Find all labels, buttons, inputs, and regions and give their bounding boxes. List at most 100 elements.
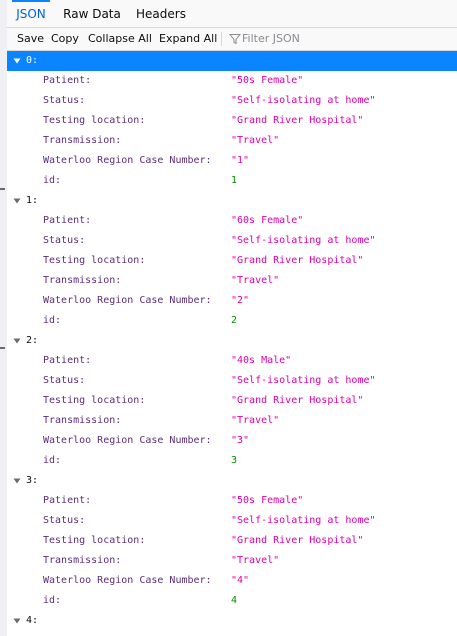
property-key: Status:	[43, 515, 86, 526]
property-key: Waterloo Region Case Number:	[43, 435, 212, 446]
tree-row-property[interactable]: Status: "Self-isolating at home"	[7, 511, 457, 531]
property-key: Waterloo Region Case Number:	[43, 295, 212, 306]
tab-json[interactable]: JSON	[12, 0, 50, 27]
tree-row-property[interactable]: Transmission: "Travel"	[7, 131, 457, 151]
collapse-all-button[interactable]: Collapse All	[88, 32, 152, 45]
tree-row-object[interactable]: 3:	[7, 471, 457, 491]
expand-all-button[interactable]: Expand All	[159, 32, 218, 45]
property-key: Transmission:	[43, 275, 122, 286]
tree-row-property[interactable]: Transmission:"Travel"	[7, 411, 457, 431]
property-value: "Grand River Hospital"	[231, 535, 364, 546]
tree-row-property[interactable]: Patient: "50s Female"	[7, 491, 457, 511]
property-value: "Self-isolating at home"	[231, 515, 376, 526]
tree-row-property[interactable]: id: 4	[7, 591, 457, 611]
property-key: Testing location:	[43, 395, 146, 406]
property-value: "Travel"	[231, 275, 280, 286]
property-value: "40s Male"	[231, 355, 292, 366]
tree-row-property[interactable]: Transmission: "Travel"	[7, 271, 457, 291]
tree-row-object[interactable]: 0:	[7, 51, 457, 71]
property-value: 1	[231, 175, 238, 186]
property-value: "Self-isolating at home"	[231, 375, 376, 386]
save-button[interactable]: Save	[17, 32, 45, 45]
resize-grip-mark	[0, 188, 5, 190]
property-key: Status:	[43, 235, 86, 246]
property-key: Testing location:	[43, 535, 146, 546]
tree-row-property[interactable]: Waterloo Region Case Number: "1"	[7, 151, 457, 171]
property-key: Transmission:	[43, 555, 122, 566]
property-key: Waterloo Region Case Number:	[43, 155, 212, 166]
property-value: "Grand River Hospital"	[231, 255, 364, 266]
filter-json-input[interactable]	[242, 30, 442, 46]
property-key: id:	[43, 175, 62, 186]
tree-row-property[interactable]: Testing location: "Grand River Hospital"	[7, 531, 457, 551]
tree-row-property[interactable]: Testing location: "Grand River Hospital"	[7, 111, 457, 131]
object-key: 2:	[26, 335, 39, 346]
tree-row-property[interactable]: Waterloo Region Case Number: "3"	[7, 431, 457, 451]
property-value: "Travel"	[231, 135, 280, 146]
property-key: Status:	[43, 375, 86, 386]
expand-arrow-icon[interactable]	[13, 617, 21, 625]
property-key: Transmission:	[43, 415, 122, 426]
filter-icon	[229, 34, 241, 45]
property-key: Patient:	[43, 355, 92, 366]
expand-arrow-icon[interactable]	[13, 197, 21, 205]
property-key: id:	[43, 315, 62, 326]
property-value: "4"	[231, 575, 250, 586]
property-value: "Self-isolating at home"	[231, 95, 376, 106]
toolbar-divider	[221, 32, 222, 46]
property-key: Waterloo Region Case Number:	[43, 575, 212, 586]
json-toolbar: Save Copy Collapse All Expand All	[7, 28, 457, 51]
property-value: 4	[231, 595, 238, 606]
property-key: id:	[43, 595, 62, 606]
copy-button[interactable]: Copy	[51, 32, 79, 45]
property-value: "Grand River Hospital"	[231, 395, 364, 406]
object-key: 0:	[26, 55, 39, 66]
tree-row-property[interactable]: Testing location: "Grand River Hospital"	[7, 251, 457, 271]
tree-row-property[interactable]: Patient: "60s Female"	[7, 211, 457, 231]
viewer-tab-bar: JSON Raw Data Headers	[7, 0, 457, 28]
tree-row-property[interactable]: Waterloo Region Case Number: "4"	[7, 571, 457, 591]
tree-row-property[interactable]: Patient: "50s Female"	[7, 71, 457, 91]
expand-arrow-icon[interactable]	[13, 477, 21, 485]
tree-row-property[interactable]: id: 3	[7, 451, 457, 471]
property-key: Patient:	[43, 215, 92, 226]
tab-raw-data[interactable]: Raw Data	[63, 7, 121, 21]
tree-row-property[interactable]: id:2	[7, 311, 457, 331]
tree-row-object[interactable]: 2:	[7, 331, 457, 351]
property-key: Testing location:	[43, 115, 146, 126]
tree-row-property[interactable]: Waterloo Region Case Number: "2"	[7, 291, 457, 311]
property-value: "60s Female"	[231, 215, 304, 226]
property-key: Testing location:	[43, 255, 146, 266]
expand-arrow-icon[interactable]	[13, 57, 21, 65]
property-value: "Grand River Hospital"	[231, 115, 364, 126]
left-edge-bar	[0, 0, 7, 636]
json-tree: 0: Patient: "50s Female" Status: "Self-isola…	[7, 51, 457, 631]
tree-row-property[interactable]: id: 1	[7, 171, 457, 191]
property-value: "Self-isolating at home"	[231, 235, 376, 246]
tree-row-object[interactable]: 4:	[7, 611, 457, 631]
tab-headers[interactable]: Headers	[136, 7, 186, 21]
property-value: "50s Female"	[231, 75, 304, 86]
tree-row-property[interactable]: Patient: "40s Male"	[7, 351, 457, 371]
property-key: Status:	[43, 95, 86, 106]
tree-row-property[interactable]: Status: "Self-isolating at home"	[7, 371, 457, 391]
tree-row-property[interactable]: Transmission:"Travel"	[7, 551, 457, 571]
property-key: Patient:	[43, 75, 92, 86]
property-value: "1"	[231, 155, 250, 166]
object-key: 4:	[26, 615, 39, 626]
property-key: Patient:	[43, 495, 92, 506]
property-value: "50s Female"	[231, 495, 304, 506]
expand-arrow-icon[interactable]	[13, 337, 21, 345]
object-key: 3:	[26, 475, 39, 486]
resize-grip-mark[interactable]	[0, 347, 5, 349]
property-value: "2"	[231, 295, 250, 306]
property-key: Transmission:	[43, 135, 122, 146]
tree-row-object[interactable]: 1:	[7, 191, 457, 211]
tree-row-property[interactable]: Status: "Self-isolating at home"	[7, 231, 457, 251]
object-key: 1:	[26, 195, 39, 206]
property-key: id:	[43, 455, 62, 466]
tree-row-property[interactable]: Testing location: "Grand River Hospital"	[7, 391, 457, 411]
property-value: 3	[231, 455, 238, 466]
property-value: "3"	[231, 435, 250, 446]
tree-row-property[interactable]: Status: "Self-isolating at home"	[7, 91, 457, 111]
